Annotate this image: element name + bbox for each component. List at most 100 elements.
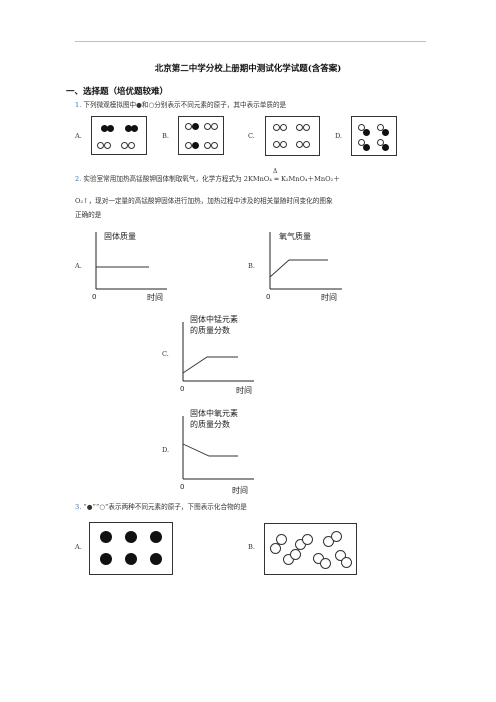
q2-graph-d: 固体中氧元素 的质量分数 0 时间 (180, 408, 254, 495)
hollow-atom (270, 543, 281, 554)
q2-option-a-label: A. (75, 262, 82, 270)
hollow-atom (335, 550, 346, 561)
question-1: 1. 下列微观模拟图中●和○分别表示不同元素的原子，其中表示单质的是 (75, 99, 286, 109)
q1-option-a-label: A. (75, 132, 82, 140)
equation-arrow: Δ═ (272, 168, 279, 183)
hollow-atom (320, 558, 331, 569)
graph-a-xlabel: 时间 (147, 292, 163, 302)
hollow-atom (273, 124, 280, 131)
filled-atom (125, 125, 132, 132)
hollow-atom (204, 142, 211, 149)
q3-option-a-diagram (89, 522, 173, 575)
filled-atom (150, 531, 162, 543)
q2-option-d-label: D. (162, 446, 170, 454)
question-3-text: “●”“○”表示两种不同元素的原子，下图表示化合物的是 (83, 503, 247, 511)
question-3-number: 3. (75, 503, 82, 511)
q1-option-a-diagram (91, 116, 147, 155)
graph-b-curve (269, 259, 328, 278)
hollow-atom (377, 139, 384, 146)
q1-option-d-label: D. (335, 132, 343, 140)
hollow-atom (303, 124, 310, 131)
filled-atom (100, 553, 112, 565)
q2-option-b-label: B. (248, 262, 255, 270)
hollow-atom (280, 141, 287, 148)
graph-d-origin: 0 (180, 483, 184, 491)
question-3: 3. “●”“○”表示两种不同元素的原子，下图表示化合物的是 (75, 501, 247, 511)
question-1-text: 下列微观模拟图中●和○分别表示不同元素的原子，其中表示单质的是 (83, 101, 287, 109)
filled-atom (125, 553, 137, 565)
question-2-line-2: O₂↑，现对一定量的高锰酸钾固体进行加热，加热过程中涉及的相关量随时间变化的图象 (75, 197, 333, 205)
hollow-atom (358, 139, 365, 146)
filled-atom (131, 125, 138, 132)
filled-atom (100, 531, 112, 543)
q1-option-b-label: B. (162, 132, 169, 140)
question-1-number: 1. (75, 101, 82, 109)
filled-atom (107, 125, 114, 132)
heat-condition: Δ (272, 168, 278, 175)
graph-b-xlabel: 时间 (321, 292, 337, 302)
hollow-atom (296, 124, 303, 131)
hollow-atom (128, 142, 135, 149)
graph-d-ylabel-line-1: 固体中氧元素 (190, 408, 238, 418)
q3-option-a-label: A. (75, 543, 82, 551)
hollow-atom (331, 531, 342, 542)
hollow-atom (97, 142, 104, 149)
hollow-atom (204, 123, 211, 130)
graph-c-ylabel-line-2: 的质量分数 (190, 325, 230, 335)
graph-c-ylabel-line-1: 固体中锰元素 (190, 314, 238, 324)
filled-atom (101, 125, 108, 132)
hollow-atom (296, 141, 303, 148)
hollow-atom (121, 142, 128, 149)
question-2-line-3: 正确的是 (75, 211, 102, 219)
graph-c-origin: 0 (180, 385, 184, 393)
q1-option-d-diagram (351, 116, 397, 156)
filled-atom (382, 144, 389, 151)
graph-b-ylabel: 氧气质量 (279, 231, 311, 241)
equation-products: K₂MnO₄＋MnO₂＋ (280, 175, 340, 183)
q3-option-b-label: B. (248, 543, 255, 551)
hollow-atom (341, 557, 352, 568)
hollow-atom (276, 534, 287, 545)
graph-b-origin: 0 (266, 293, 270, 301)
hollow-atom (377, 124, 384, 131)
hollow-atom (104, 142, 111, 149)
graph-d-curve (182, 443, 238, 457)
q1-option-c-diagram (265, 116, 320, 156)
question-2-number: 2. (75, 175, 82, 183)
hollow-atom (211, 123, 218, 130)
hollow-atom (358, 124, 365, 131)
hollow-atom (185, 123, 192, 130)
q2-option-c-label: C. (162, 350, 169, 358)
hollow-atom (280, 124, 287, 131)
q2-graph-c: 固体中锰元素 的质量分数 0 时间 (180, 314, 254, 395)
graph-a-ylabel: 固体质量 (104, 231, 136, 241)
hollow-atom (303, 141, 310, 148)
graph-a-origin: 0 (92, 293, 96, 301)
filled-atom (192, 123, 199, 130)
graph-d-ylabel-line-2: 的质量分数 (190, 419, 230, 429)
filled-atom (125, 531, 137, 543)
header-rule (75, 41, 426, 42)
filled-atom (150, 553, 162, 565)
q2-graph-b: 氧气质量 0 时间 (266, 231, 342, 302)
q1-option-c-label: C. (248, 132, 255, 140)
graph-d-xlabel: 时间 (232, 485, 248, 495)
filled-atom (363, 144, 370, 151)
hollow-atom (185, 142, 192, 149)
equation-reactant: 2KMnO₄ (243, 175, 272, 183)
question-2-text: 实验室常用加热高锰酸钾固体制取氧气，化学方程式为 (83, 175, 242, 183)
q3-option-b-diagram (264, 523, 357, 575)
hollow-atom (302, 534, 313, 545)
page-title: 北京第二中学分校上册期中测试化学试题(含答案) (154, 64, 342, 74)
hollow-atom (290, 549, 301, 560)
graph-c-curve (182, 356, 238, 374)
graph-c-xlabel: 时间 (236, 385, 252, 395)
q2-graph-a: 固体质量 0 时间 (92, 231, 167, 302)
filled-atom (382, 129, 389, 136)
q1-option-b-diagram (178, 116, 224, 155)
filled-atom (192, 142, 199, 149)
filled-atom (363, 129, 370, 136)
hollow-atom (211, 142, 218, 149)
section-heading: 一、选择题（培优题较难） (66, 87, 169, 97)
